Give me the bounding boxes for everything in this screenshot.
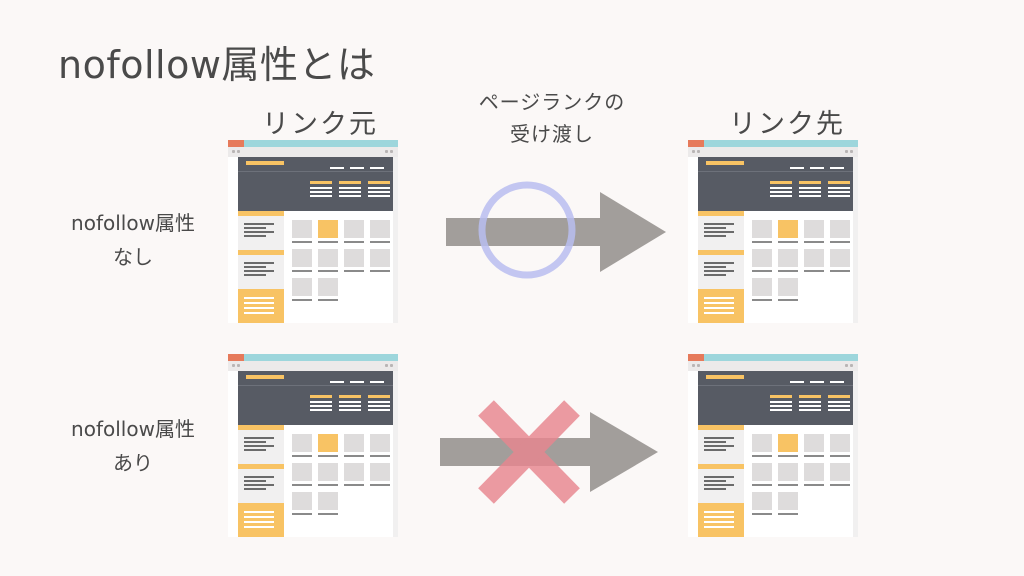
page-title: nofollow属性とは — [58, 43, 376, 87]
row-label-line2: なし — [113, 245, 153, 269]
row-label-line1: nofollow属性 — [71, 417, 195, 441]
cross-icon — [478, 400, 580, 504]
column-label-source: リンク元 — [262, 109, 378, 140]
row-label-without-nofollow: nofollow属性 なし — [48, 206, 218, 274]
transfer-label-line1: ページランクの — [478, 90, 626, 114]
row-label-with-nofollow: nofollow属性 あり — [48, 412, 218, 480]
column-label-target: リンク先 — [729, 109, 845, 140]
transfer-label-line2: 受け渡し — [510, 122, 594, 146]
circle-icon — [478, 181, 576, 279]
webpage-icon — [228, 354, 398, 537]
webpage-icon — [228, 140, 398, 323]
column-label-transfer: ページランクの 受け渡し — [452, 86, 652, 150]
arrow-right-icon — [446, 192, 666, 272]
row-label-line1: nofollow属性 — [71, 211, 195, 235]
webpage-icon — [688, 354, 858, 537]
row-label-line2: あり — [113, 451, 153, 475]
webpage-icon — [688, 140, 858, 323]
